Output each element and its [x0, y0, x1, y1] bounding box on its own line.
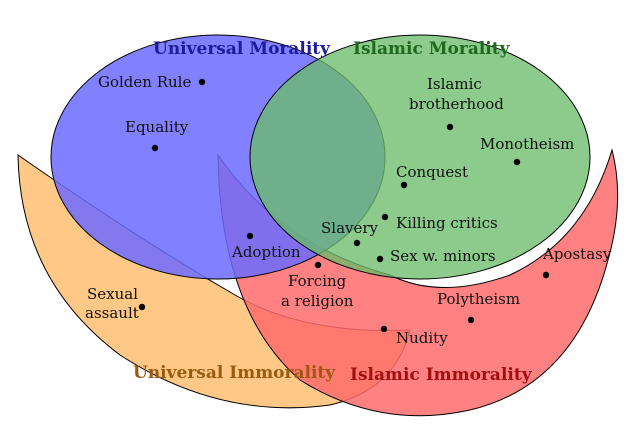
equality-label: Equality — [125, 118, 189, 136]
universal-morality-title: Universal Morality — [153, 39, 331, 59]
sex-with-minors-label: Sex w. minors — [390, 247, 496, 265]
killing-critics-dot — [381, 213, 389, 221]
universal-immorality-title: Universal Immorality — [133, 363, 336, 383]
sexual-assault-label-line2: assault — [85, 304, 139, 322]
islamic-brotherhood-label-line1: Islamic — [427, 75, 482, 93]
islamic-brotherhood-label-line2: brotherhood — [409, 95, 504, 113]
monotheism-label: Monotheism — [480, 135, 574, 153]
golden-rule-label: Golden Rule — [98, 73, 191, 91]
forcing-religion-label-line1: Forcing — [288, 272, 347, 290]
monotheism-dot — [513, 158, 521, 166]
nudity-label: Nudity — [396, 329, 448, 347]
nudity-dot — [380, 325, 388, 333]
apostasy-dot — [542, 271, 550, 279]
equality-dot — [151, 144, 159, 152]
sexual-assault-label-line1: Sexual — [87, 285, 138, 303]
islamic-morality-title: Islamic Morality — [353, 39, 511, 59]
forcing-religion-dot — [314, 261, 322, 269]
islamic-immorality-title: Islamic Immorality — [350, 365, 533, 385]
islamic-brotherhood-dot — [446, 123, 454, 131]
conquest-label: Conquest — [396, 163, 468, 181]
apostasy-label: Apostasy — [542, 245, 612, 263]
killing-critics-label: Killing critics — [396, 214, 498, 232]
polytheism-dot — [467, 316, 475, 324]
adoption-dot — [246, 232, 254, 240]
polytheism-label: Polytheism — [437, 290, 520, 308]
golden-rule-dot — [198, 78, 206, 86]
conquest-dot — [400, 181, 408, 189]
slavery-label: Slavery — [321, 219, 379, 237]
adoption-label: Adoption — [231, 243, 301, 261]
sex-with-minors-dot — [376, 255, 384, 263]
islamic-morality-region — [249, 34, 591, 280]
forcing-religion-label-line2: a religion — [281, 292, 354, 310]
slavery-dot — [353, 239, 361, 247]
sexual-assault-dot — [138, 303, 146, 311]
